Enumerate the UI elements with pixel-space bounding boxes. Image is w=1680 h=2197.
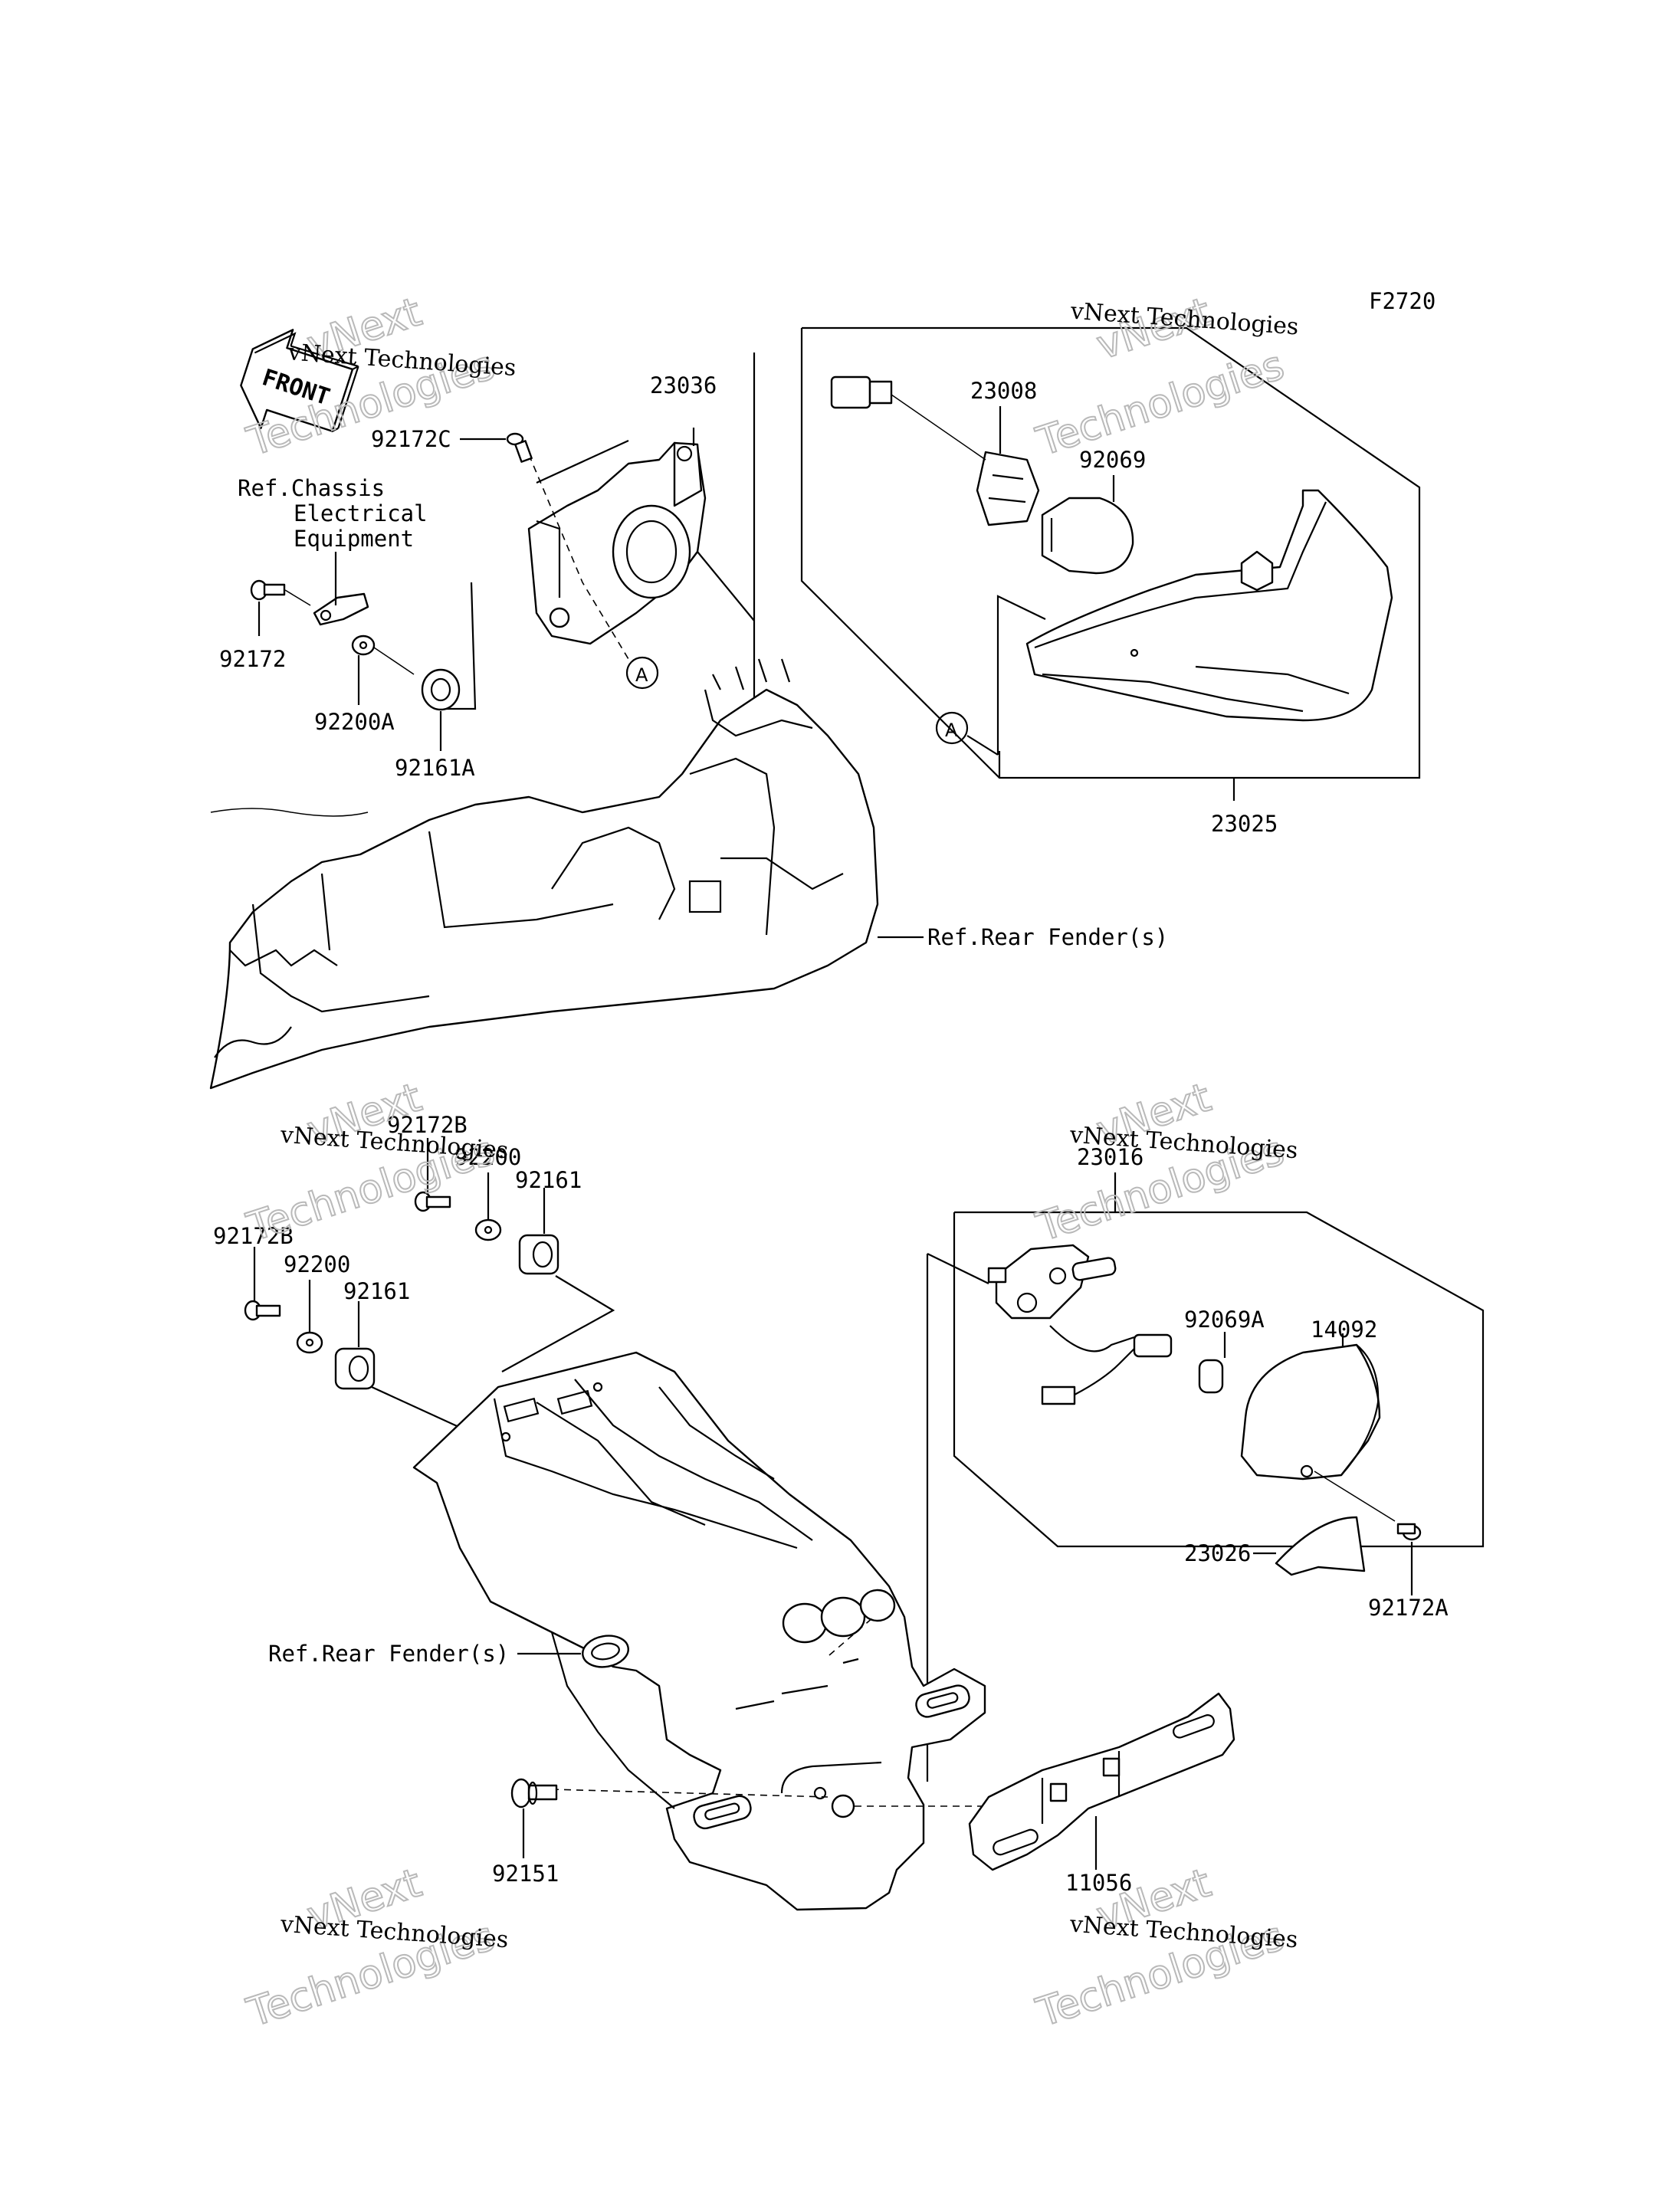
svg-text:A: A [635, 664, 648, 686]
part-label-92069: 92069 [1079, 447, 1146, 473]
part-label-23016: 23016 [1077, 1144, 1144, 1170]
part-label-92200-top: 92200 [454, 1144, 521, 1170]
washer-92200-top-icon [474, 1218, 502, 1241]
part-label-92161a: 92161A [395, 755, 475, 781]
part-label-92172a: 92172A [1368, 1595, 1449, 1621]
part-label-11056: 11056 [1065, 1870, 1132, 1896]
rear-fender-lower-icon [412, 1351, 986, 1911]
watermark-top-right: vNext Technologies vNext Technologies [1030, 288, 1299, 466]
part-label-92172: 92172 [219, 646, 286, 672]
license-lens-14092-icon [1240, 1343, 1381, 1481]
ref-rear-fender-bottom: Ref.Rear Fender(s) [268, 1641, 509, 1667]
part-label-92200a: 92200A [314, 709, 395, 735]
ref-chassis-line3: Equipment [294, 526, 414, 552]
part-label-92200-left: 92200 [284, 1251, 350, 1277]
callout-a-marker-upper: A [625, 656, 659, 690]
ref-rear-fender-top: Ref.Rear Fender(s) [927, 924, 1168, 950]
bolt-92151-icon [510, 1778, 558, 1808]
bulb-92069-icon [1041, 497, 1134, 575]
grommet-92161-left-icon [334, 1347, 376, 1390]
front-arrow-icon: FRONT [240, 329, 359, 432]
part-label-14092: 14092 [1311, 1317, 1377, 1343]
license-light-holder-23016-icon [987, 1244, 1117, 1320]
callout-a-marker-lower: A [935, 711, 969, 745]
screw-92172-icon [250, 579, 286, 601]
part-label-92069a: 92069A [1184, 1307, 1265, 1333]
grommet-92161-top-icon [518, 1234, 559, 1275]
cover-23026-icon [1275, 1516, 1366, 1576]
washer-92200-left-icon [296, 1331, 323, 1354]
part-label-92161-left: 92161 [343, 1278, 410, 1304]
watermark-bottom-left: vNext Technologies vNext Technologies [241, 1859, 509, 2037]
part-label-23036: 23036 [650, 372, 717, 398]
bulb-92069a-icon [1198, 1359, 1224, 1394]
part-label-23026: 23026 [1184, 1540, 1251, 1566]
washer-92200a-icon [351, 635, 376, 656]
tail-light-23025-icon [1025, 489, 1393, 722]
grommet-92161a-icon [421, 668, 461, 711]
part-label-92172c: 92172C [371, 426, 451, 452]
tail-light-box [800, 326, 1421, 779]
part-label-92161-top: 92161 [515, 1167, 582, 1193]
ref-chassis-line2: Electrical [294, 500, 428, 526]
svg-text:A: A [945, 720, 958, 741]
watermark-middle-right: vNext Technologies vNext Technologies [1030, 1074, 1298, 1251]
screw-92172a-icon [1396, 1523, 1422, 1541]
part-label-92172b-left: 92172B [213, 1223, 294, 1249]
bolt-92172b-top-icon [414, 1191, 451, 1212]
ref-chassis-line1: Ref.Chassis [238, 475, 385, 501]
rear-fender-upper-icon [209, 658, 879, 1090]
chassis-ground-terminal-icon [313, 592, 369, 626]
part-label-23025: 23025 [1211, 811, 1278, 837]
bolt-92172b-left-icon [244, 1300, 281, 1321]
watermark-middle-left: vNext Technologies vNext Technologies [241, 1074, 509, 1251]
part-label-92151: 92151 [492, 1861, 559, 1887]
part-label-92172b-top: 92172B [387, 1112, 468, 1138]
socket-23008-icon [830, 375, 1040, 526]
license-light-box [953, 1211, 1485, 1548]
part-label-23008: 23008 [970, 378, 1037, 404]
figure-code: F2720 [1369, 288, 1436, 314]
screw-92172c-icon [506, 432, 533, 463]
svg-text:Technologies: Technologies [1031, 343, 1289, 466]
license-bracket-11056-icon [968, 1692, 1235, 1871]
tail-light-bracket-23036 [527, 441, 707, 645]
bulb-socket-icon [1041, 1333, 1173, 1405]
